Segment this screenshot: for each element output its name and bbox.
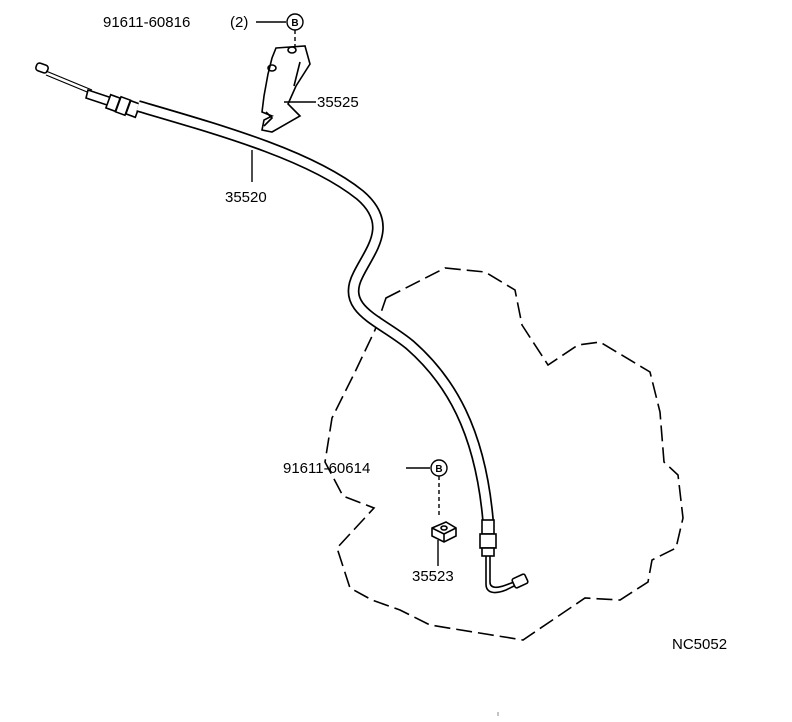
callout-bolt-upper[interactable]: 91611-60816 (2) B bbox=[103, 13, 304, 46]
cable-part-number: 35520 bbox=[225, 189, 267, 206]
diagram-code: NC5052 bbox=[672, 636, 727, 653]
transmission-housing-outline bbox=[324, 267, 684, 641]
upper-bracket-35525 bbox=[261, 45, 311, 133]
bolt-upper-symbol: B bbox=[291, 18, 298, 29]
lower-bracket-35523 bbox=[431, 521, 457, 543]
bolt-lower-part-number: 91611-60614 bbox=[283, 460, 370, 477]
shift-cable-35520 bbox=[35, 62, 529, 594]
bracket-lower-part-number: 35523 bbox=[412, 568, 454, 585]
callout-bolt-lower[interactable]: 91611-60614 B bbox=[283, 459, 448, 518]
callout-bracket-upper[interactable]: 35525 bbox=[284, 94, 359, 111]
bolt-upper-qty: (2) bbox=[230, 14, 248, 31]
bolt-lower-symbol: B bbox=[435, 464, 442, 475]
callout-bracket-lower[interactable]: 35523 bbox=[412, 540, 454, 585]
bracket-upper-part-number: 35525 bbox=[317, 94, 359, 111]
bolt-upper-part-number: 91611-60816 bbox=[103, 14, 190, 31]
callout-cable[interactable]: 35520 bbox=[225, 150, 267, 206]
